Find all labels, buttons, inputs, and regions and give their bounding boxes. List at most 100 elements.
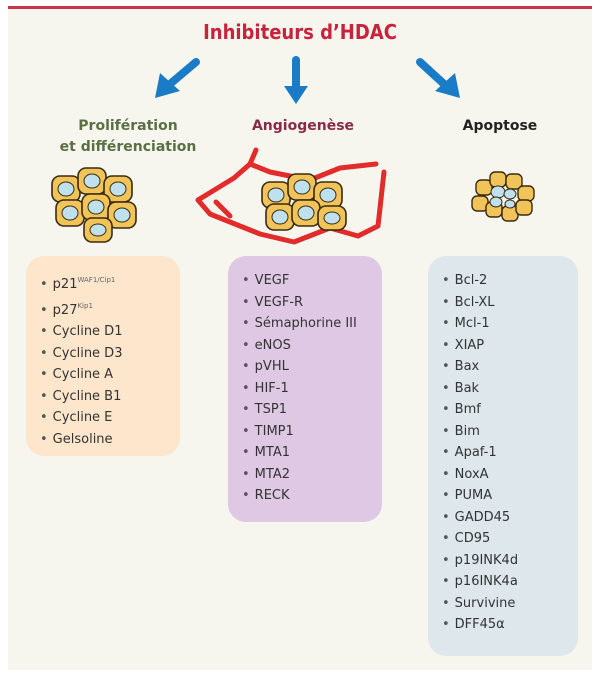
- bullet-icon: •: [442, 380, 450, 396]
- list-item: •DFF45α: [442, 614, 578, 636]
- bullet-icon: •: [442, 574, 450, 589]
- list-item-text: VEGF: [254, 273, 290, 288]
- list-box-apoptose: •Bcl-2•Bcl-XL•Mcl-1•XIAP•Bax•Bak•Bmf•Bim…: [428, 256, 578, 656]
- list-item: • TSP1: [242, 399, 382, 421]
- bullet-icon: •: [442, 445, 450, 460]
- list-item-text: Survivine: [454, 595, 516, 611]
- list-item: •HIF-1: [242, 378, 382, 400]
- list-item: •Cycline B1: [40, 386, 180, 408]
- list-item-text: p16INK4a: [454, 574, 518, 589]
- list-item: •Cycline D3: [40, 343, 180, 365]
- list-item: •Bax: [442, 356, 578, 378]
- list-item: •MTA1: [242, 442, 382, 464]
- bullet-icon: •: [40, 345, 48, 361]
- list-item-text: Bim: [454, 423, 480, 439]
- list-item: • CD95: [442, 528, 578, 550]
- list-item-text: MTA1: [254, 445, 290, 460]
- list-item-text: MTA2: [254, 466, 290, 482]
- list-item-text: Mcl-1: [454, 316, 490, 331]
- marker-list-apoptose: •Bcl-2•Bcl-XL•Mcl-1•XIAP•Bax•Bak•Bmf•Bim…: [442, 270, 578, 636]
- list-item-text: Cycline E: [52, 410, 113, 425]
- list-item: • Cycline E: [40, 407, 180, 429]
- list-item: •VEGF-R: [242, 292, 382, 314]
- bullet-icon: •: [242, 466, 250, 482]
- list-item: •Gelsoline: [40, 429, 180, 451]
- list-item-text: p27: [52, 302, 78, 318]
- bullet-icon: •: [442, 488, 450, 503]
- list-item-superscript: Kip1: [77, 301, 93, 310]
- list-item-text: Bcl-2: [454, 273, 488, 288]
- list-item-text: Sémaphorine III: [254, 316, 357, 331]
- cell-cluster-proliferation-icon: [51, 167, 137, 243]
- list-item: •RECK: [242, 485, 382, 507]
- list-item-text: VEGF-R: [254, 294, 304, 310]
- marker-list-proliferation: •p21WAF1/Cip1•p27Kip1•Cycline D1•Cycline…: [40, 270, 180, 450]
- bullet-icon: •: [442, 509, 450, 525]
- list-item: • Mcl-1: [442, 313, 578, 335]
- arrow-right: [416, 58, 460, 98]
- list-item-superscript: WAF1/Cip1: [77, 276, 116, 284]
- bullet-icon: •: [442, 273, 450, 288]
- list-item-text: Bcl-XL: [454, 294, 495, 310]
- list-item-text: GADD45: [454, 509, 511, 525]
- list-item-text: PUMA: [454, 488, 493, 503]
- list-item: •p21WAF1/Cip1: [40, 270, 180, 296]
- bullet-icon: •: [242, 273, 250, 288]
- figure-title: Inhibiteurs d’HDAC: [203, 20, 397, 44]
- list-item-text: DFF45α: [454, 617, 505, 632]
- list-item-text: Bak: [454, 380, 480, 396]
- list-item: •Bmf: [442, 399, 578, 421]
- bullet-icon: •: [442, 294, 450, 310]
- bullet-icon: •: [442, 316, 450, 331]
- list-item: • p16INK4a: [442, 571, 578, 593]
- list-item-text: Cycline A: [52, 367, 114, 382]
- list-item: •eNOS: [242, 335, 382, 357]
- list-item-text: Bmf: [454, 402, 481, 417]
- bullet-icon: •: [40, 367, 48, 382]
- list-item-text: TIMP1: [254, 423, 294, 439]
- list-item: • PUMA: [442, 485, 578, 507]
- column-title-line: Apoptose: [462, 118, 538, 134]
- angiogenesis-vessel-illustration: [195, 147, 387, 245]
- bullet-icon: •: [242, 294, 250, 310]
- list-item: • Sémaphorine III: [242, 313, 382, 335]
- bullet-icon: •: [442, 595, 450, 611]
- list-item-text: Gelsoline: [52, 431, 113, 447]
- bullet-icon: •: [40, 388, 48, 404]
- list-box-angiogenese: •VEGF•VEGF-R•Sémaphorine III•eNOS•pVHL•H…: [228, 256, 382, 522]
- bullet-icon: •: [40, 410, 48, 425]
- list-item: •NoxA: [442, 464, 578, 486]
- list-item: • Cycline A: [40, 364, 180, 386]
- bullet-icon: •: [442, 531, 450, 546]
- list-item-text: p19INK4d: [454, 552, 519, 568]
- bullet-icon: •: [242, 402, 250, 417]
- list-item-text: NoxA: [454, 466, 489, 482]
- list-item-text: p21: [52, 277, 78, 292]
- list-item: •MTA2: [242, 464, 382, 486]
- bullet-icon: •: [442, 337, 450, 353]
- list-item: •TIMP1: [242, 421, 382, 443]
- bullet-icon: •: [442, 466, 450, 482]
- bullet-icon: •: [242, 337, 250, 353]
- list-item: •Bim: [442, 421, 578, 443]
- bullet-icon: •: [40, 302, 48, 318]
- apoptotic-cells-icon: [471, 171, 535, 222]
- list-item-text: TSP1: [254, 402, 287, 417]
- bullet-icon: •: [40, 431, 48, 447]
- list-item: • Bcl-2: [442, 270, 578, 292]
- bullet-icon: •: [242, 359, 250, 374]
- list-item: •Bak: [442, 378, 578, 400]
- list-item: •XIAP: [442, 335, 578, 357]
- bullet-icon: •: [242, 316, 250, 331]
- list-item: •p27Kip1: [40, 296, 180, 322]
- column-title-apoptose: Apoptose: [440, 116, 560, 137]
- list-item: •GADD45: [442, 507, 578, 529]
- bullet-icon: •: [442, 423, 450, 439]
- list-item-text: Cycline D3: [52, 345, 123, 361]
- list-item: •Apaf-1: [442, 442, 578, 464]
- list-item-text: CD95: [454, 531, 491, 546]
- list-item: •pVHL: [242, 356, 382, 378]
- bullet-icon: •: [242, 423, 250, 439]
- bullet-icon: •: [40, 324, 48, 339]
